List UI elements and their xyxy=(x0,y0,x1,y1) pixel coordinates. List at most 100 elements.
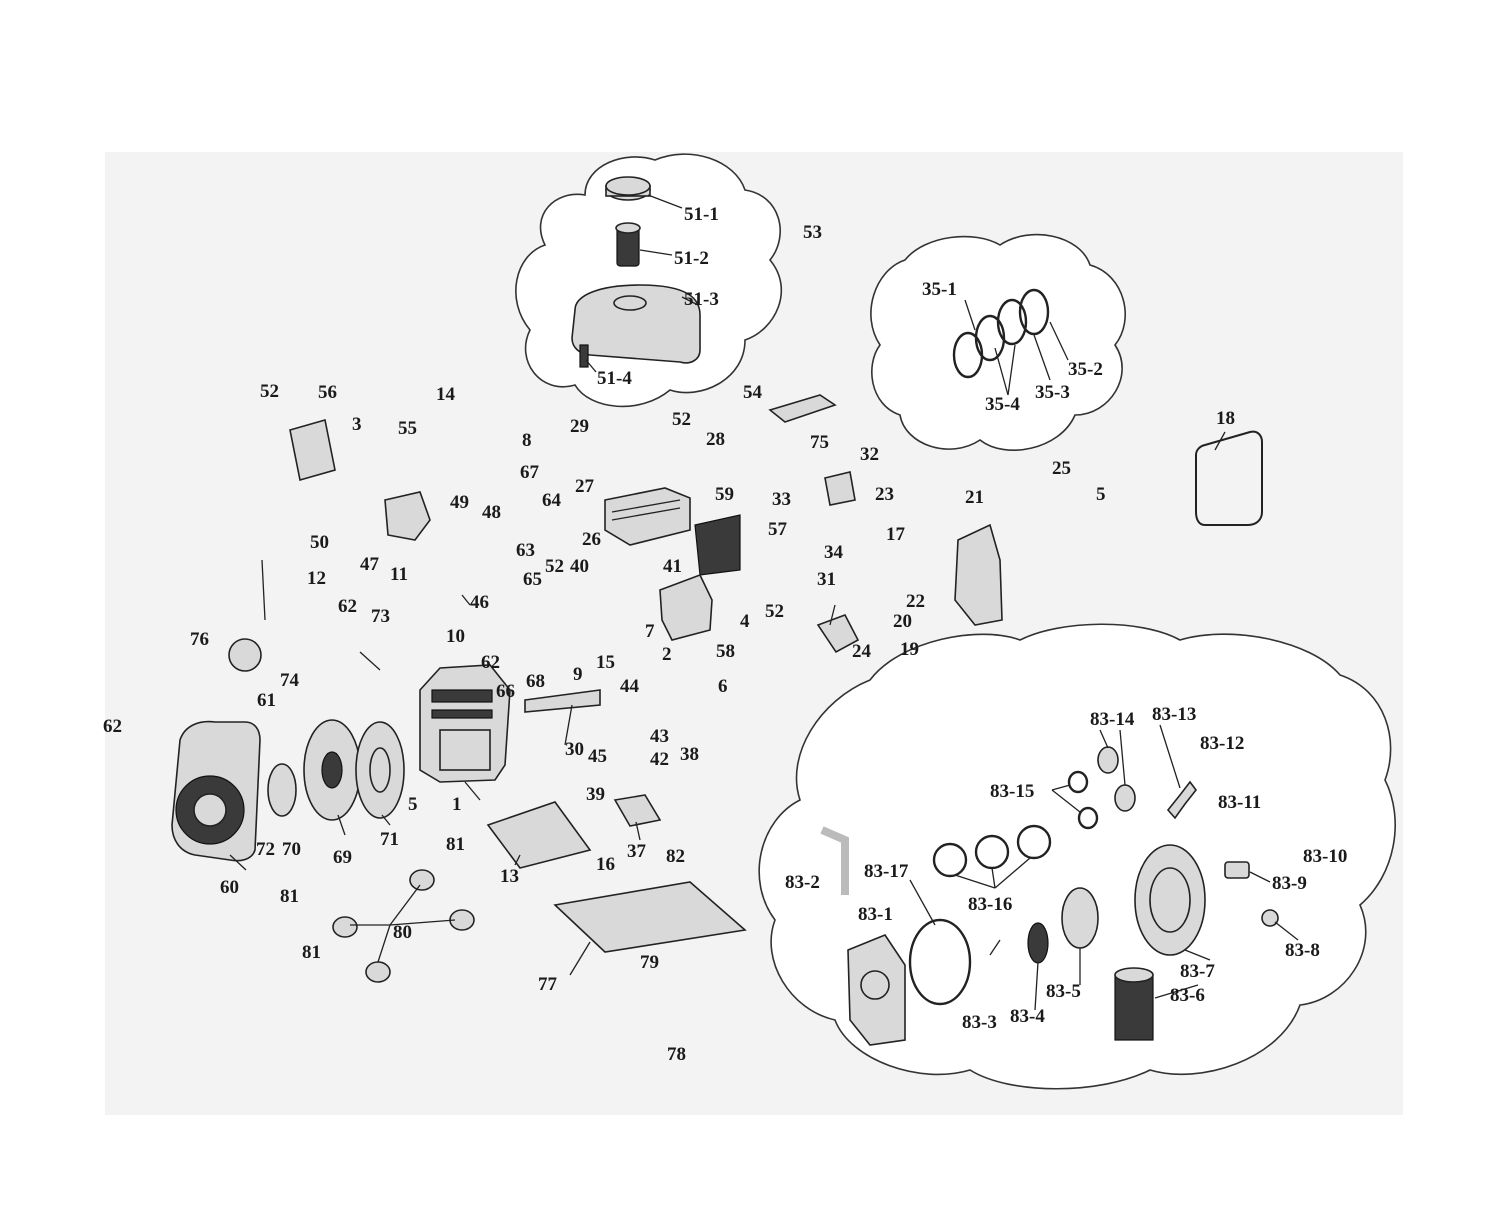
label-81a: 81 xyxy=(446,834,465,855)
label-28: 28 xyxy=(706,429,725,450)
label-83-3: 83-3 xyxy=(962,1012,997,1033)
label-33: 33 xyxy=(772,489,791,510)
label-63: 63 xyxy=(516,540,535,561)
label-79: 79 xyxy=(640,952,659,973)
air-filter-element-59 xyxy=(694,514,741,576)
label-51-1: 51-1 xyxy=(684,204,719,225)
label-6: 6 xyxy=(718,676,728,697)
volute-83-5 xyxy=(1061,887,1099,949)
label-18: 18 xyxy=(1216,408,1235,429)
label-81b: 81 xyxy=(280,886,299,907)
label-83-4: 83-4 xyxy=(1010,1006,1045,1027)
label-21: 21 xyxy=(965,487,984,508)
impeller-83-4 xyxy=(1027,922,1049,964)
rubber-mounts-80 xyxy=(332,869,475,983)
fuel-valve-51-4 xyxy=(579,344,589,368)
label-76: 76 xyxy=(190,629,209,650)
label-51-4: 51-4 xyxy=(597,368,632,389)
label-61: 61 xyxy=(257,690,276,711)
label-73: 73 xyxy=(371,606,390,627)
piston-32 xyxy=(824,471,856,506)
label-40: 40 xyxy=(570,556,589,577)
label-59: 59 xyxy=(715,484,734,505)
label-8: 8 xyxy=(522,430,532,451)
air-cleaner-cover-56 xyxy=(289,418,336,482)
label-7: 7 xyxy=(645,621,655,642)
label-49: 49 xyxy=(450,492,469,513)
label-38: 38 xyxy=(680,744,699,765)
label-22: 22 xyxy=(906,591,925,612)
label-81c: 81 xyxy=(302,942,321,963)
label-75: 75 xyxy=(810,432,829,453)
recoil-starter-60 xyxy=(171,720,261,862)
label-72: 72 xyxy=(256,839,275,860)
crankcase-block-1 xyxy=(419,664,511,783)
label-51-2: 51-2 xyxy=(674,248,709,269)
piston-ring-callout-cloud xyxy=(870,233,1126,451)
label-83-17: 83-17 xyxy=(864,861,909,882)
label-83-10: 83-10 xyxy=(1303,846,1347,867)
label-83-1: 83-1 xyxy=(858,904,893,925)
label-35-2: 35-2 xyxy=(1068,359,1103,380)
label-64: 64 xyxy=(542,490,562,511)
label-30: 30 xyxy=(565,739,584,760)
label-70: 70 xyxy=(282,839,301,860)
label-35-1: 35-1 xyxy=(922,279,957,300)
label-52d: 52 xyxy=(765,601,784,622)
fuel-cap-51-1 xyxy=(605,176,651,201)
label-55: 55 xyxy=(398,418,417,439)
label-42: 42 xyxy=(650,749,669,770)
pump-oring-83-17 xyxy=(908,918,972,1006)
label-25: 25 xyxy=(1052,458,1071,479)
crankcase-gasket-18 xyxy=(1195,430,1263,526)
base-frame-77 xyxy=(553,881,747,953)
cylinder-head-27 xyxy=(604,487,691,546)
label-17: 17 xyxy=(886,524,906,545)
label-78: 78 xyxy=(667,1044,686,1065)
carburetor-47 xyxy=(384,491,431,541)
label-4: 4 xyxy=(740,611,750,632)
label-3: 3 xyxy=(352,414,362,435)
label-54: 54 xyxy=(743,382,763,403)
plug-83-9 xyxy=(1224,861,1250,879)
label-46: 46 xyxy=(470,592,489,613)
fuel-tank-51-3 xyxy=(571,284,701,364)
label-24: 24 xyxy=(852,641,872,662)
label-58: 58 xyxy=(716,641,735,662)
label-52b: 52 xyxy=(672,409,691,430)
label-83-12: 83-12 xyxy=(1200,733,1244,754)
label-13: 13 xyxy=(500,866,519,887)
connecting-rod-31 xyxy=(816,614,860,654)
label-27: 27 xyxy=(575,476,595,497)
drain-plug-83-8 xyxy=(1261,909,1279,927)
label-83-6: 83-6 xyxy=(1170,985,1205,1006)
muffler-bracket-75 xyxy=(768,394,837,423)
nuts-83-14 xyxy=(1097,746,1136,812)
label-57: 57 xyxy=(768,519,788,540)
label-65: 65 xyxy=(523,569,542,590)
label-83-7: 83-7 xyxy=(1180,961,1215,982)
label-37: 37 xyxy=(627,841,647,862)
label-41: 41 xyxy=(663,556,682,577)
pump-cover-83-7 xyxy=(1134,844,1206,956)
label-14: 14 xyxy=(436,384,456,405)
label-82: 82 xyxy=(666,846,685,867)
label-45: 45 xyxy=(588,746,607,767)
pump-hose-83-2 xyxy=(820,826,849,895)
oil-pan-13 xyxy=(486,801,592,869)
label-2: 2 xyxy=(662,644,672,665)
label-83-13: 83-13 xyxy=(1152,704,1196,725)
label-71: 71 xyxy=(380,829,399,850)
label-83-2: 83-2 xyxy=(785,872,820,893)
label-56: 56 xyxy=(318,382,337,403)
label-62b: 62 xyxy=(338,596,357,617)
washers-83-15 xyxy=(1067,770,1099,830)
crankcase-cover-21 xyxy=(954,523,1003,626)
label-68: 68 xyxy=(526,671,545,692)
label-11: 11 xyxy=(390,564,408,585)
label-52c: 52 xyxy=(545,556,564,577)
camshaft-37 xyxy=(613,794,662,827)
label-19: 19 xyxy=(900,639,919,660)
label-51-3: 51-3 xyxy=(684,289,719,310)
label-77: 77 xyxy=(538,974,558,995)
